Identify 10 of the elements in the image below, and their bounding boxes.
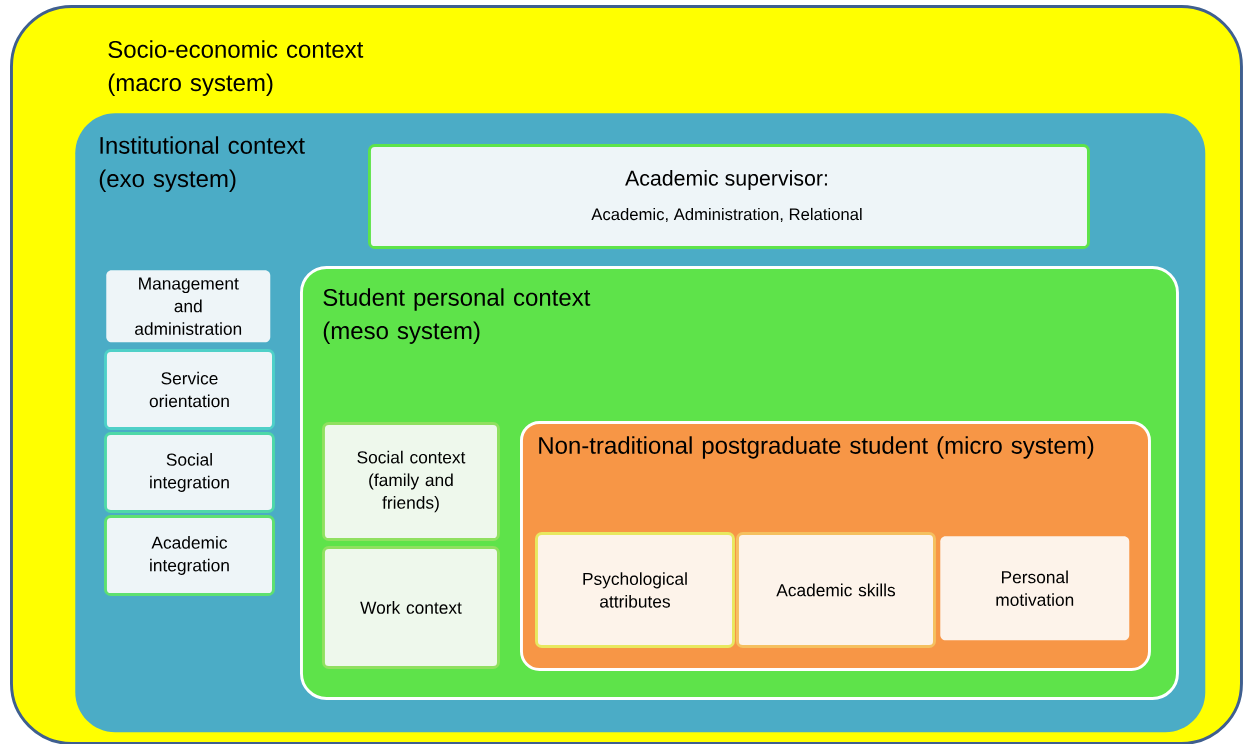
text-box: Social integration	[104, 432, 275, 513]
text-box: Academic integration	[104, 515, 275, 596]
text-box: Work context	[322, 546, 500, 669]
text-box: Management and administration	[106, 270, 271, 343]
text-box: Academic skills	[736, 532, 936, 648]
heading-box: Academic supervisor: Academic, Administration, Relational	[368, 144, 1090, 249]
text-box: Psychological attributes	[535, 532, 735, 648]
text-box: Service orientation	[104, 349, 275, 430]
text-box: Social context (family and friends)	[322, 422, 500, 541]
text-box: Personal motivation	[940, 536, 1130, 641]
